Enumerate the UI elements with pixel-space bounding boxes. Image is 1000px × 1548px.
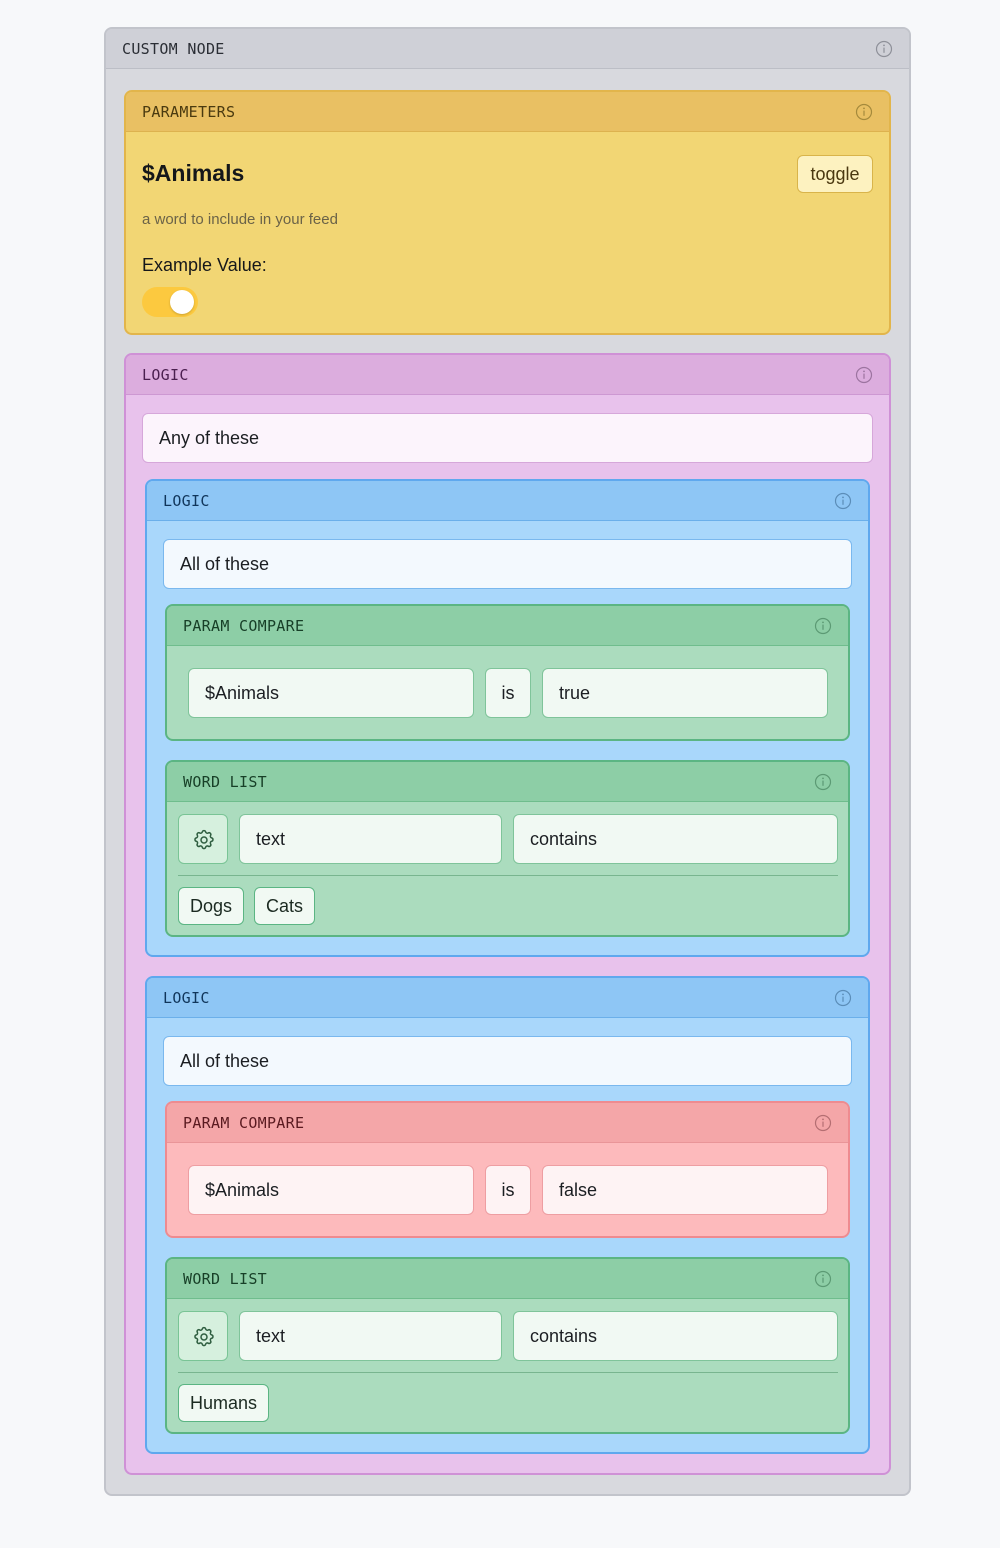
custom-node-header: CUSTOM NODE — [106, 29, 909, 69]
logic-mode-select[interactable]: All of these — [163, 539, 852, 589]
logic-title: LOGIC — [163, 492, 210, 510]
logic-mode-select[interactable]: Any of these — [142, 413, 873, 463]
info-icon[interactable] — [814, 773, 832, 791]
logic-header: LOGIC — [147, 481, 868, 521]
word-list-panel: WORD LIST text contains Humans — [165, 1257, 850, 1434]
logic-title: LOGIC — [163, 989, 210, 1007]
param-compare-header: PARAM COMPARE — [167, 1103, 848, 1143]
gear-icon — [194, 1326, 214, 1347]
param-compare-panel: PARAM COMPARE $Animals is false — [165, 1101, 850, 1238]
word-list-operator-select[interactable]: contains — [513, 814, 838, 864]
compare-operator-select[interactable]: is — [485, 1165, 531, 1215]
compare-value-select[interactable]: true — [542, 668, 828, 718]
word-list-settings-button[interactable] — [178, 814, 228, 864]
word-list-title: WORD LIST — [183, 773, 267, 791]
gear-icon — [194, 829, 214, 850]
param-description: a word to include in your feed — [142, 211, 338, 228]
word-list-operator-select[interactable]: contains — [513, 1311, 838, 1361]
logic-title: LOGIC — [142, 366, 189, 384]
parameters-header: PARAMETERS — [126, 92, 889, 132]
toggle-button[interactable]: toggle — [797, 155, 873, 193]
example-value-switch[interactable] — [142, 287, 198, 317]
word-list-header: WORD LIST — [167, 1259, 848, 1299]
info-icon[interactable] — [834, 492, 852, 510]
param-compare-title: PARAM COMPARE — [183, 617, 305, 635]
info-icon[interactable] — [855, 103, 873, 121]
parameters-title: PARAMETERS — [142, 103, 236, 121]
compare-operator-select[interactable]: is — [485, 668, 531, 718]
word-list-settings-button[interactable] — [178, 1311, 228, 1361]
logic-header: LOGIC — [147, 978, 868, 1018]
example-value-label: Example Value: — [142, 255, 267, 275]
info-icon[interactable] — [814, 617, 832, 635]
compare-value-select[interactable]: false — [542, 1165, 828, 1215]
logic-header: LOGIC — [126, 355, 889, 395]
param-compare-header: PARAM COMPARE — [167, 606, 848, 646]
word-list-panel: WORD LIST text contains Dogs Cats — [165, 760, 850, 937]
info-icon[interactable] — [814, 1114, 832, 1132]
logic-mode-select[interactable]: All of these — [163, 1036, 852, 1086]
info-icon[interactable] — [855, 366, 873, 384]
word-list-header: WORD LIST — [167, 762, 848, 802]
compare-param-select[interactable]: $Animals — [188, 1165, 474, 1215]
custom-node-title: CUSTOM NODE — [122, 40, 225, 58]
switch-knob — [170, 290, 194, 314]
param-compare-title: PARAM COMPARE — [183, 1114, 305, 1132]
divider — [178, 875, 838, 876]
info-icon[interactable] — [875, 40, 893, 58]
word-list-field-select[interactable]: text — [239, 1311, 502, 1361]
word-list-title: WORD LIST — [183, 1270, 267, 1288]
param-compare-panel: PARAM COMPARE $Animals is true — [165, 604, 850, 741]
parameters-panel: PARAMETERS $Animals toggle a word to inc… — [124, 90, 891, 335]
param-name: $Animals — [142, 160, 245, 186]
compare-param-select[interactable]: $Animals — [188, 668, 474, 718]
word-list-field-select[interactable]: text — [239, 814, 502, 864]
info-icon[interactable] — [814, 1270, 832, 1288]
word-chip[interactable]: Dogs — [178, 887, 244, 925]
info-icon[interactable] — [834, 989, 852, 1007]
word-chip[interactable]: Cats — [254, 887, 315, 925]
divider — [178, 1372, 838, 1373]
word-chip[interactable]: Humans — [178, 1384, 269, 1422]
